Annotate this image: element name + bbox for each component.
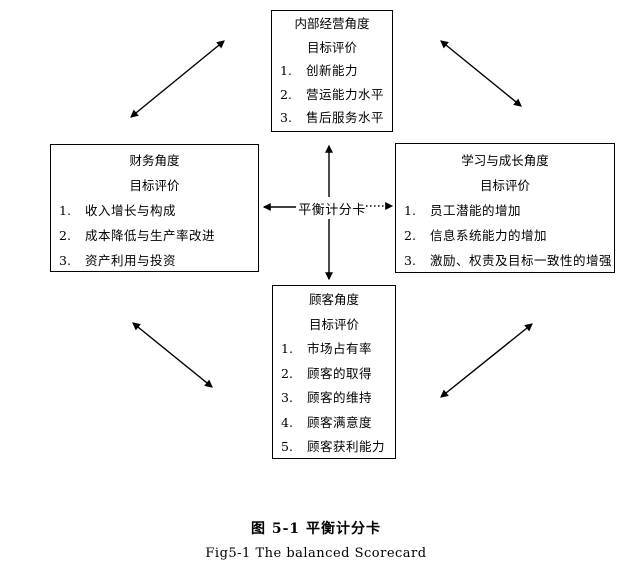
item-text: 激励、权责及目标一致性的增强 bbox=[430, 253, 613, 268]
figure-caption-en: Fig5-1 The balanced Scorecard bbox=[205, 546, 427, 561]
item-number: 2. bbox=[404, 228, 416, 243]
arrow-diagonal-top-left bbox=[130, 40, 225, 118]
item-text: 顾客获利能力 bbox=[307, 439, 386, 454]
box-title: 学习与成长角度 bbox=[461, 153, 549, 168]
item-text: 资产利用与投资 bbox=[85, 253, 177, 268]
item-text: 顾客满意度 bbox=[307, 414, 373, 430]
list-item: 2. 成本降低与生产率改进 bbox=[51, 223, 258, 248]
item-text: 营运能力水平 bbox=[306, 86, 385, 102]
item-number: 1. bbox=[59, 203, 71, 218]
item-text: 市场占有率 bbox=[307, 341, 373, 356]
figure-caption: 图 5-1 平衡计分卡 Fig5-1 The balanced Scorecar… bbox=[0, 518, 632, 561]
list-item: 2. 顾客的取得 bbox=[273, 362, 395, 387]
arrow-diagonal-top-right bbox=[440, 40, 522, 107]
item-number: 3. bbox=[404, 253, 416, 268]
item-text: 信息系统能力的增加 bbox=[430, 228, 548, 243]
box-subtitle: 目标评价 bbox=[129, 178, 180, 193]
box-subtitle: 目标评价 bbox=[479, 178, 530, 193]
item-number: 3. bbox=[281, 390, 293, 405]
item-number: 2. bbox=[59, 228, 71, 243]
box-title: 内部经营角度 bbox=[294, 16, 370, 31]
arrow-diagonal-bottom-left bbox=[132, 322, 213, 388]
box-internal-business: 内部经营角度 目标评价 1. 创新能力 2. 营运能力水平 3. 售后服务水平 bbox=[271, 10, 393, 132]
item-number: 1. bbox=[281, 341, 293, 356]
list-item: 1. 员工潜能的增加 bbox=[396, 198, 614, 223]
item-number: 1. bbox=[280, 63, 292, 78]
box-title: 顾客角度 bbox=[308, 292, 359, 307]
item-number: 5. bbox=[281, 439, 293, 454]
arrow-diagonal-bottom-right bbox=[440, 323, 533, 398]
box-customer: 顾客角度 目标评价 1. 市场占有率 2. 顾客的取得 3. 顾客的维持 4. … bbox=[272, 285, 396, 459]
item-text: 顾客的维持 bbox=[307, 390, 373, 405]
item-number: 1. bbox=[404, 203, 416, 218]
box-subtitle: 目标评价 bbox=[308, 316, 359, 332]
box-title: 财务角度 bbox=[129, 153, 180, 168]
list-item: 1. 市场占有率 bbox=[273, 337, 395, 362]
item-number: 3. bbox=[280, 110, 292, 125]
list-item: 3. 售后服务水平 bbox=[272, 106, 392, 130]
list-item: 3. 激励、权责及目标一致性的增强 bbox=[396, 248, 614, 272]
item-number: 4. bbox=[281, 414, 293, 430]
item-number: 3. bbox=[59, 253, 71, 268]
list-item: 3. 资产利用与投资 bbox=[51, 248, 258, 271]
box-learning-growth: 学习与成长角度 目标评价 1. 员工潜能的增加 2. 信息系统能力的增加 3. … bbox=[395, 143, 615, 273]
list-item: 2. 营运能力水平 bbox=[272, 83, 392, 107]
item-text: 成本降低与生产率改进 bbox=[85, 228, 216, 243]
box-subtitle: 目标评价 bbox=[306, 39, 357, 55]
list-item: 3. 顾客的维持 bbox=[273, 386, 395, 411]
item-text: 员工潜能的增加 bbox=[430, 203, 522, 218]
figure-caption-zh: 图 5-1 平衡计分卡 bbox=[250, 521, 382, 537]
center-label: 平衡计分卡 bbox=[298, 203, 366, 218]
item-text: 收入增长与构成 bbox=[85, 203, 177, 218]
list-item: 5. 顾客获利能力 bbox=[273, 435, 395, 458]
item-text: 顾客的取得 bbox=[307, 365, 373, 381]
item-text: 创新能力 bbox=[306, 63, 359, 78]
item-number: 2. bbox=[280, 86, 292, 102]
list-item: 1. 创新能力 bbox=[272, 59, 392, 83]
list-item: 2. 信息系统能力的增加 bbox=[396, 223, 614, 248]
list-item: 4. 顾客满意度 bbox=[273, 411, 395, 436]
box-financial: 财务角度 目标评价 1. 收入增长与构成 2. 成本降低与生产率改进 3. 资产… bbox=[50, 144, 259, 272]
item-number: 2. bbox=[281, 365, 293, 381]
list-item: 1. 收入增长与构成 bbox=[51, 198, 258, 223]
item-text: 售后服务水平 bbox=[306, 110, 385, 125]
